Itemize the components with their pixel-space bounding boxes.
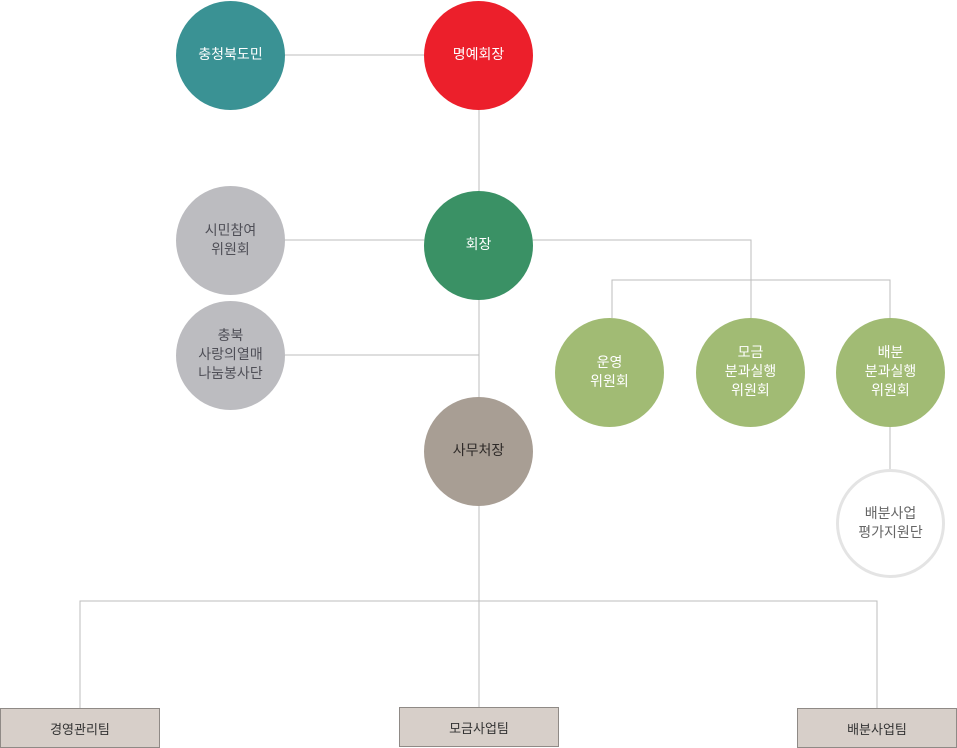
chairman-node: 회장	[424, 191, 533, 300]
distribution-team-box: 배분사업팀	[797, 708, 957, 748]
fundraising-committee-node: 모금 분과실행 위원회	[696, 318, 805, 427]
citizen-committee-node: 시민참여 위원회	[176, 186, 285, 295]
citizens-node: 충청북도민	[176, 1, 285, 110]
honorary-chair-node: 명예회장	[424, 1, 533, 110]
volunteer-group-node: 충북 사랑의열매 나눔봉사단	[176, 301, 285, 410]
secretary-general-node: 사무처장	[424, 397, 533, 506]
management-team-box: 경영관리팀	[0, 708, 160, 748]
evaluation-team-node: 배분사업 평가지원단	[836, 469, 945, 578]
fundraising-team-box: 모금사업팀	[399, 707, 559, 747]
operations-committee-node: 운영 위원회	[555, 318, 664, 427]
connector-chairman-committees	[533, 239, 752, 318]
distribution-committee-node: 배분 분과실행 위원회	[836, 318, 945, 427]
connector-committee-bar	[611, 279, 891, 318]
connector-team-bar	[79, 600, 878, 708]
